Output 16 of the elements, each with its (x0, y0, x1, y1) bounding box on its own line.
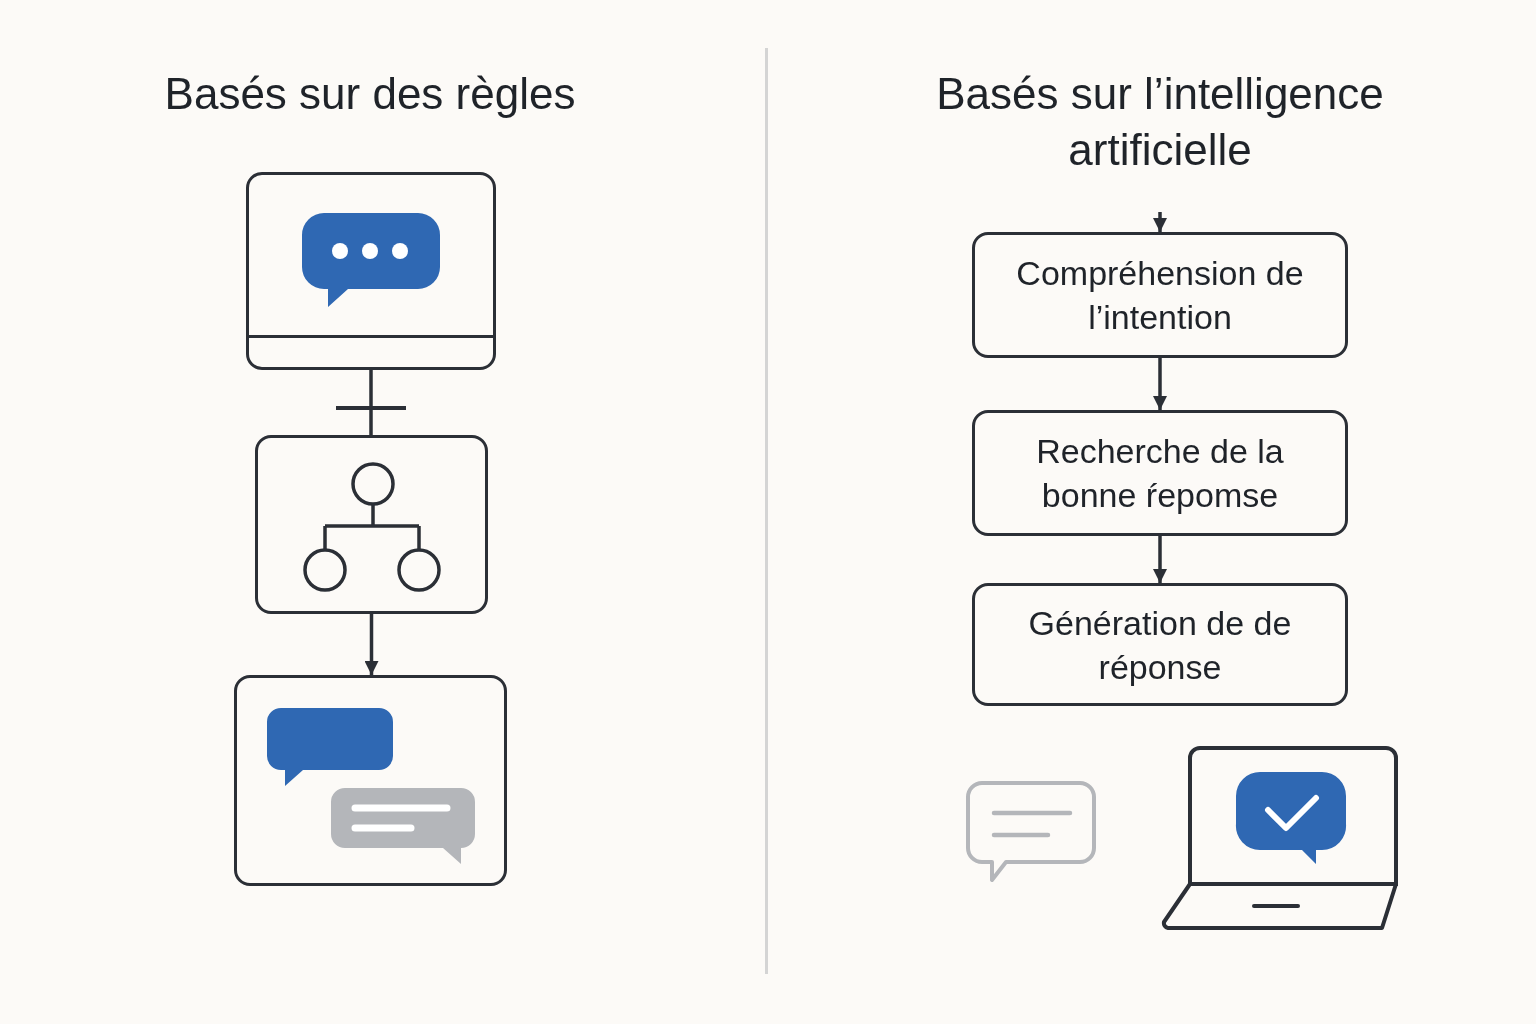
icon-card (246, 172, 496, 370)
process-text: Compréhension de l’intention (1015, 253, 1305, 338)
process-box (972, 232, 1348, 358)
connector-line (334, 370, 408, 435)
arrow (1153, 212, 1167, 232)
arrow (1153, 358, 1167, 410)
process-box (972, 583, 1348, 706)
arrow (364, 614, 379, 675)
icon-card (234, 675, 507, 886)
process-text: Recherche de la bonne ŕepomse (1035, 431, 1285, 516)
icon-card (255, 435, 488, 614)
arrow (1153, 536, 1167, 583)
process-text: Génération de de réponse (1027, 602, 1293, 688)
panel-heading: Basés sur l’intelligence artificielle (935, 68, 1385, 176)
panel-heading: Basés sur des règles (163, 68, 577, 120)
process-box (972, 410, 1348, 536)
